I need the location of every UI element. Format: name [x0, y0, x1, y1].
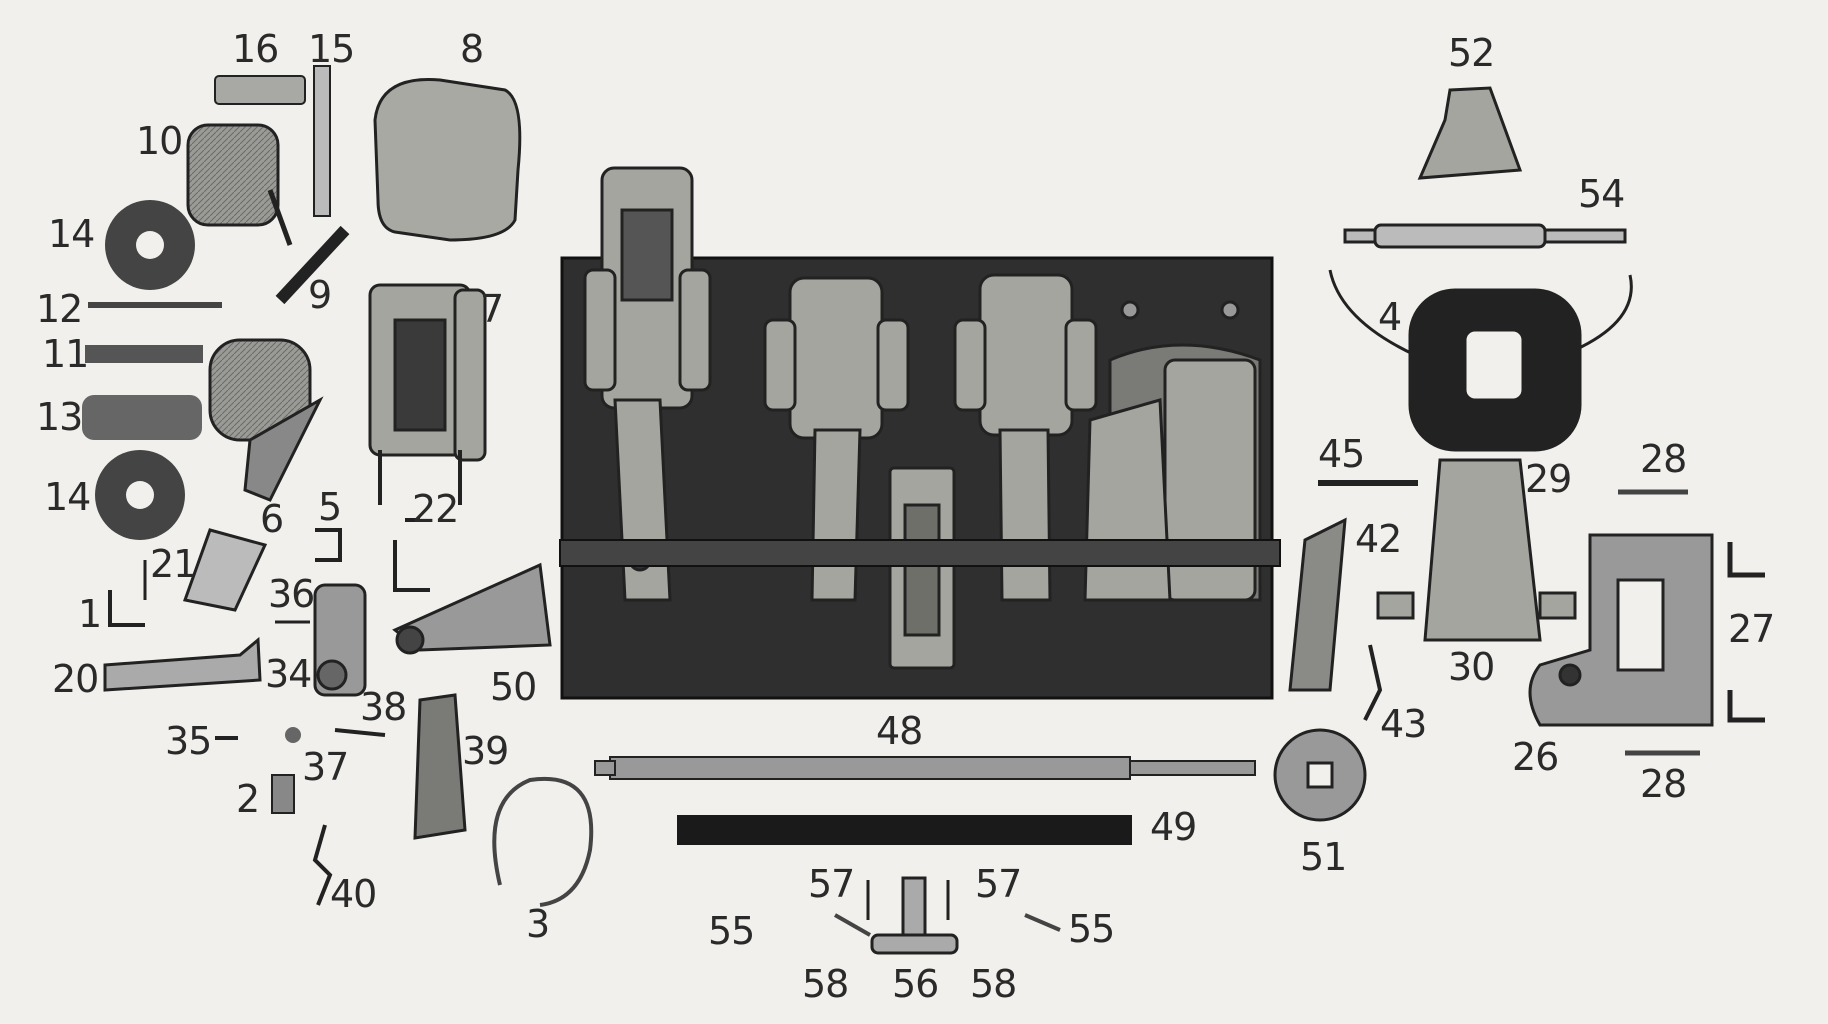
callout-5: 5 [318, 485, 342, 529]
part-42 [1288, 517, 1347, 692]
callout-28-top: 28 [1640, 437, 1687, 481]
part-39 [413, 693, 467, 840]
part-2 [271, 774, 295, 814]
part-14-bottom [95, 450, 185, 540]
center-block [888, 466, 956, 670]
callout-14-bottom: 14 [44, 475, 91, 519]
part-4 [1328, 269, 1633, 452]
callout-27: 27 [1728, 607, 1775, 651]
callout-9: 9 [308, 273, 332, 317]
part-1 [108, 590, 145, 627]
callout-11: 11 [42, 332, 89, 376]
panel-shaft [559, 539, 1281, 567]
callout-1: 1 [78, 592, 102, 636]
part-29 [1376, 458, 1577, 642]
part-38 [334, 728, 386, 737]
callout-55-right: 55 [1068, 907, 1115, 951]
part-27 [1727, 542, 1765, 723]
callout-56: 56 [892, 962, 939, 1006]
part-54 [1343, 223, 1627, 249]
part-14-top [105, 200, 195, 290]
callout-38: 38 [360, 685, 407, 729]
callout-26: 26 [1512, 735, 1559, 779]
parts-57-58 [866, 880, 950, 920]
callout-35: 35 [165, 719, 212, 763]
callout-14-top: 14 [48, 212, 95, 256]
part-56 [870, 876, 959, 955]
part-40 [312, 824, 333, 906]
part-10 [186, 123, 293, 246]
part-16 [214, 75, 306, 105]
callout-2: 2 [236, 777, 260, 821]
part-43 [1363, 644, 1383, 721]
part-13 [82, 395, 202, 440]
part-49 [677, 815, 1132, 845]
part-34 [313, 583, 367, 697]
callout-40: 40 [330, 872, 377, 916]
part-7 [368, 283, 487, 505]
callout-22: 22 [412, 487, 459, 531]
callout-13: 13 [36, 395, 83, 439]
callout-37: 37 [302, 745, 349, 789]
part-22 [393, 518, 430, 592]
callout-54: 54 [1578, 172, 1625, 216]
callout-6: 6 [260, 497, 284, 541]
part-9 [208, 225, 350, 502]
callout-52: 52 [1448, 31, 1495, 75]
part-37 [285, 727, 301, 743]
part-26 [1528, 533, 1714, 727]
callout-8: 8 [460, 27, 484, 71]
callout-43: 43 [1380, 702, 1427, 746]
part-51 [1273, 728, 1367, 822]
callout-16: 16 [232, 27, 279, 71]
part-52 [1417, 86, 1523, 180]
part-6 [183, 528, 268, 612]
callout-55-left: 55 [708, 909, 755, 953]
callout-7: 7 [480, 287, 504, 331]
part-8 [373, 78, 522, 242]
part-15 [313, 65, 331, 217]
callout-4: 4 [1378, 295, 1402, 339]
part-5 [315, 528, 342, 562]
callout-57-right: 57 [975, 862, 1022, 906]
callout-10: 10 [136, 119, 183, 163]
part-20 [103, 636, 262, 692]
part-3 [492, 776, 594, 907]
callout-39: 39 [462, 729, 509, 773]
callout-50: 50 [490, 665, 537, 709]
callout-28-bottom: 28 [1640, 762, 1687, 806]
callout-30: 30 [1448, 645, 1495, 689]
callout-45: 45 [1318, 432, 1365, 476]
part-48 [594, 756, 1256, 780]
callout-58-left: 58 [802, 962, 849, 1006]
callout-58-right: 58 [970, 962, 1017, 1006]
callout-29: 29 [1525, 457, 1572, 501]
parts-55 [834, 913, 1061, 937]
part-50 [392, 562, 552, 655]
callout-57-left: 57 [808, 862, 855, 906]
callout-48: 48 [876, 709, 923, 753]
callout-12: 12 [36, 287, 83, 331]
callout-42: 42 [1355, 517, 1402, 561]
callout-21: 21 [150, 542, 197, 586]
callout-51: 51 [1300, 835, 1347, 879]
callout-34: 34 [265, 652, 312, 696]
callout-15: 15 [308, 27, 355, 71]
callout-20: 20 [52, 657, 99, 701]
callout-3: 3 [526, 902, 550, 946]
callout-49: 49 [1150, 805, 1197, 849]
part-11 [85, 345, 203, 363]
callout-36: 36 [268, 572, 315, 616]
